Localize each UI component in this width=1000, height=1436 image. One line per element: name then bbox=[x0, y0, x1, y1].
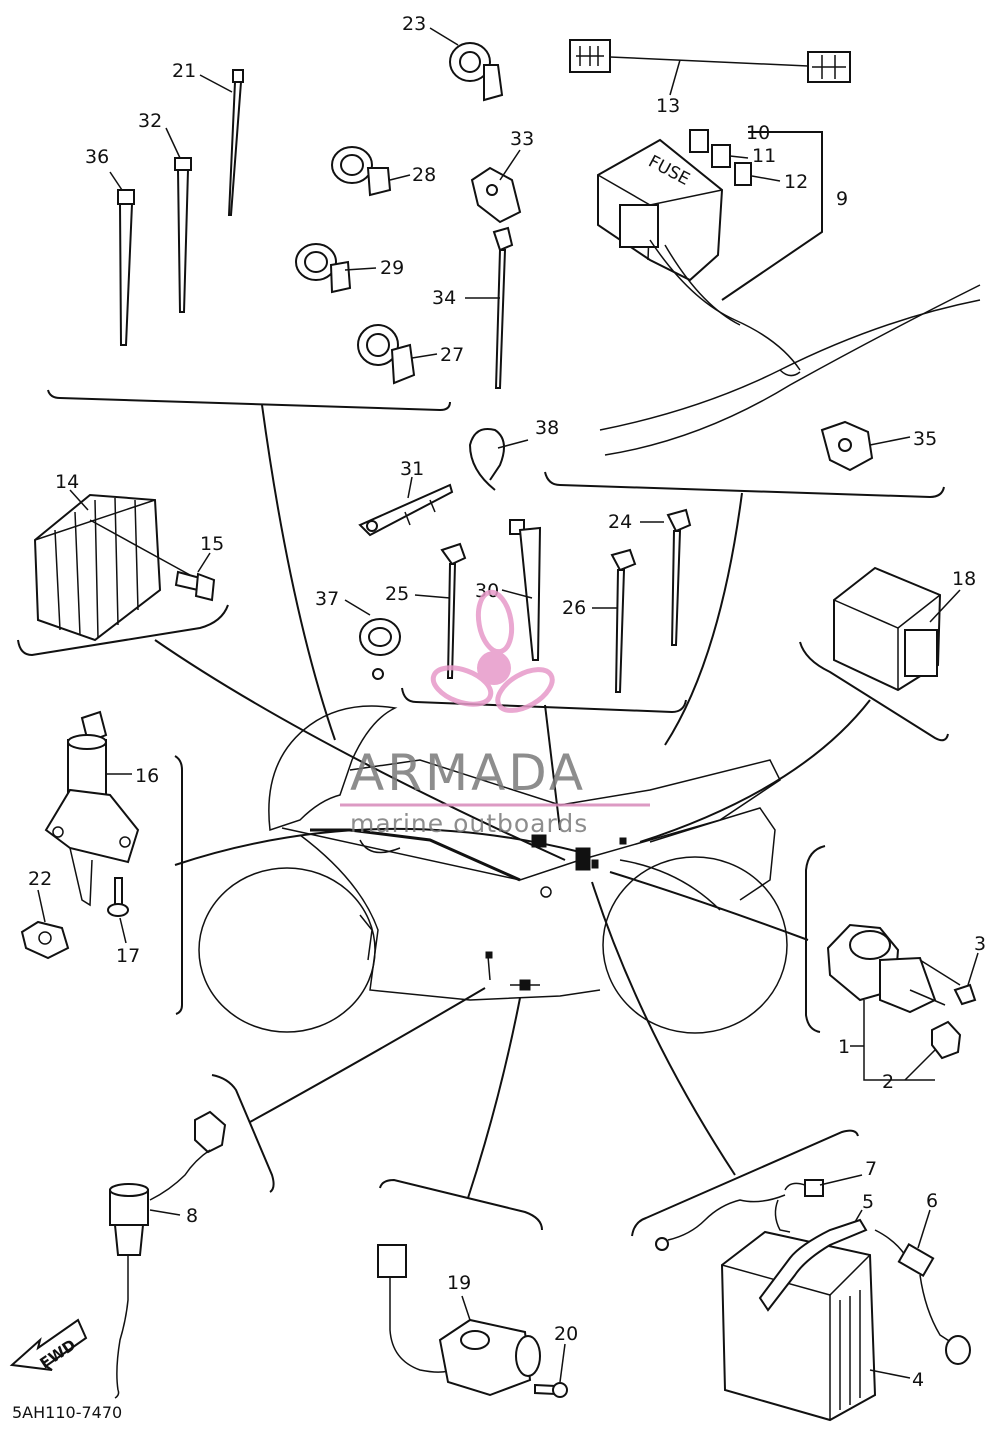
callout-34: 34 bbox=[432, 287, 456, 309]
callout-14: 14 bbox=[55, 471, 79, 493]
cable-tie-34 bbox=[492, 226, 514, 389]
cover-2 bbox=[931, 1020, 962, 1060]
bolt-15 bbox=[174, 570, 216, 602]
callout-20: 20 bbox=[554, 1323, 578, 1345]
relay-18 bbox=[833, 566, 942, 692]
battery-lead-7 bbox=[655, 1179, 824, 1251]
callout-35: 35 bbox=[913, 428, 937, 450]
callout-23: 23 bbox=[402, 13, 426, 35]
callout-6: 6 bbox=[926, 1190, 938, 1212]
callout-27: 27 bbox=[440, 344, 464, 366]
battery-lead-6 bbox=[874, 1229, 971, 1365]
drawing-code: 5AH110-7470 bbox=[12, 1403, 122, 1422]
watermark-tagline: marine outboards bbox=[350, 809, 588, 838]
callout-36: 36 bbox=[85, 146, 109, 168]
cable-tie-36 bbox=[117, 189, 135, 346]
callout-8: 8 bbox=[186, 1205, 198, 1227]
armada-watermark: ARMADA marine outboards bbox=[340, 589, 650, 838]
callout-labels: 23 21 13 32 10 33 11 36 28 12 9 29 34 27… bbox=[28, 13, 986, 1391]
fuse-10 bbox=[689, 129, 709, 153]
clamp-23 bbox=[449, 42, 504, 102]
cap-22 bbox=[20, 920, 70, 960]
callout-10: 10 bbox=[746, 122, 770, 144]
callout-26: 26 bbox=[562, 597, 586, 619]
band-38 bbox=[468, 428, 505, 491]
callout-16: 16 bbox=[135, 765, 159, 787]
callout-leaders bbox=[37, 27, 979, 1383]
cable-tie-21 bbox=[227, 69, 244, 216]
screw-3 bbox=[953, 983, 977, 1006]
clamp-35 bbox=[820, 420, 874, 472]
callout-19: 19 bbox=[447, 1272, 471, 1294]
callout-17: 17 bbox=[116, 945, 140, 967]
battery-4 bbox=[720, 1230, 877, 1422]
cable-tie-26 bbox=[610, 548, 637, 693]
fuse-11 bbox=[711, 144, 731, 168]
callout-11: 11 bbox=[752, 145, 776, 167]
callout-18: 18 bbox=[952, 568, 976, 590]
neutral-switch-8 bbox=[109, 1110, 227, 1399]
screw-20 bbox=[534, 1382, 568, 1398]
callout-38: 38 bbox=[535, 417, 559, 439]
callout-33: 33 bbox=[510, 128, 534, 150]
callout-37: 37 bbox=[315, 588, 339, 610]
cable-tie-24 bbox=[666, 508, 692, 646]
callout-22: 22 bbox=[28, 868, 52, 890]
callout-21: 21 bbox=[172, 60, 196, 82]
callout-4: 4 bbox=[912, 1369, 924, 1391]
callout-5: 5 bbox=[862, 1191, 874, 1213]
screw-17 bbox=[107, 877, 129, 917]
leader-lines bbox=[154, 404, 871, 1199]
battery-band-5 bbox=[758, 1218, 868, 1312]
callout-12: 12 bbox=[784, 171, 808, 193]
callout-29: 29 bbox=[380, 257, 404, 279]
relay-assembly-19 bbox=[377, 1244, 541, 1397]
group-brackets bbox=[17, 389, 949, 1237]
callout-3: 3 bbox=[974, 933, 986, 955]
cable-tie-32 bbox=[174, 157, 192, 313]
clamp-27 bbox=[357, 324, 416, 385]
starter-relay-1 bbox=[826, 923, 961, 1081]
coupler-13 bbox=[569, 39, 851, 83]
callout-13: 13 bbox=[656, 95, 680, 117]
callout-28: 28 bbox=[412, 164, 436, 186]
callout-7: 7 bbox=[865, 1158, 877, 1180]
rectifier-regulator-14 bbox=[33, 493, 191, 642]
clamp-28 bbox=[331, 146, 392, 197]
cable-tie-25 bbox=[440, 542, 467, 679]
callout-15: 15 bbox=[200, 533, 224, 555]
clamp-29 bbox=[295, 243, 352, 294]
callout-32: 32 bbox=[138, 110, 162, 132]
fuse-box-9: FUSE bbox=[597, 138, 801, 371]
callout-9: 9 bbox=[836, 188, 848, 210]
band-31 bbox=[358, 483, 454, 537]
callout-25: 25 bbox=[385, 583, 409, 605]
callout-1: 1 bbox=[838, 1036, 850, 1058]
holder-33 bbox=[470, 166, 522, 224]
watermark-brand: ARMADA bbox=[350, 744, 586, 802]
callout-24: 24 bbox=[608, 511, 632, 533]
wire-harness-section bbox=[599, 284, 981, 456]
band-30 bbox=[509, 519, 542, 661]
propeller-logo-icon bbox=[430, 589, 555, 713]
motorcycle-outline bbox=[198, 705, 788, 1034]
callout-31: 31 bbox=[400, 458, 424, 480]
fwd-direction-arrow: FWD bbox=[9, 1318, 88, 1373]
clamp-37 bbox=[359, 618, 401, 680]
callout-2: 2 bbox=[882, 1071, 894, 1093]
main-switch-16 bbox=[44, 710, 140, 907]
fuse-12 bbox=[734, 162, 752, 186]
